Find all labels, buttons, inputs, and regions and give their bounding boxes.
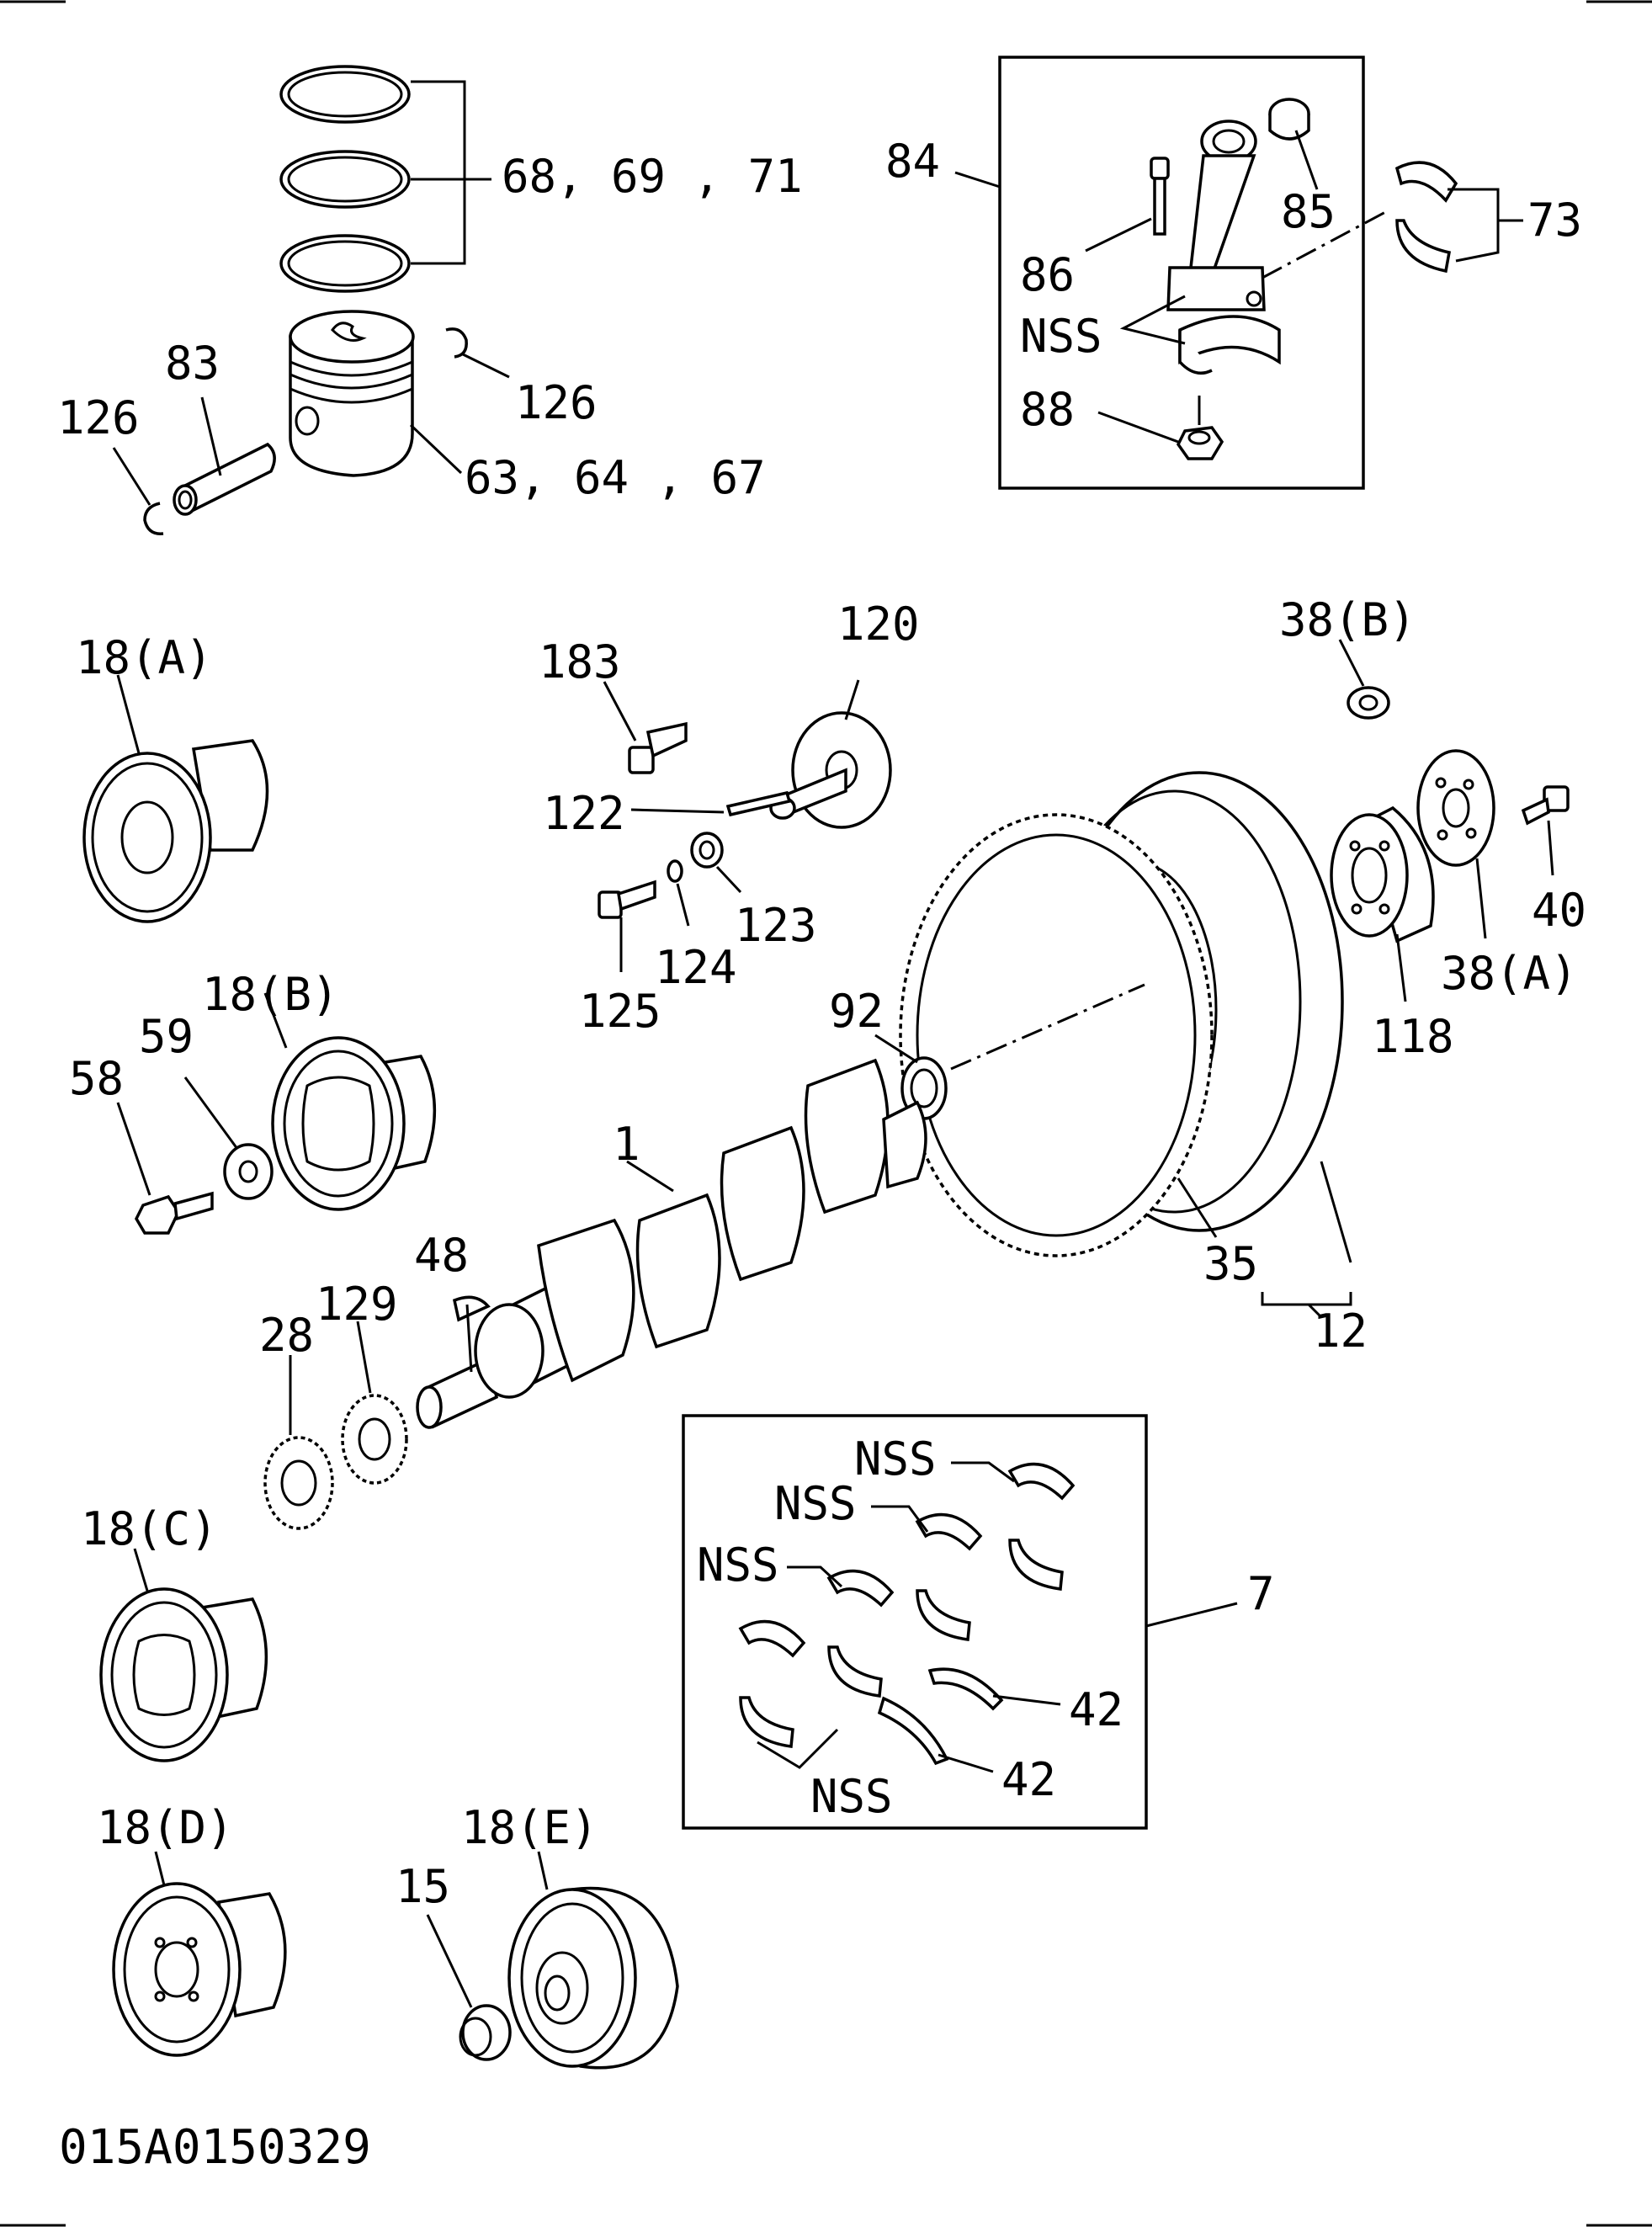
spacer-118[interactable] [1330,805,1435,943]
label-bolt-183: 183 [539,635,621,688]
rod-nut[interactable] [1176,426,1224,460]
label-nss-2: NSS [774,1477,857,1530]
pulley-d[interactable] [112,1882,287,2057]
washer-38b[interactable] [1347,686,1390,720]
label-rod-assembly: 84 [885,135,940,188]
washer-123[interactable] [690,832,724,869]
label-pulley-c: 18(C) [81,1502,218,1555]
label-key-48: 48 [414,1229,469,1282]
label-ring-124: 124 [655,941,737,994]
label-crankshaft: 1 [613,1118,640,1171]
drawing-code: 015A0150329 [59,2120,371,2175]
label-rod-bolt: 86 [1020,248,1075,301]
label-piston-pin: 83 [165,337,220,390]
thrust-washers[interactable] [877,1667,1004,1766]
rod-cap[interactable] [1178,315,1281,375]
ring-gear[interactable] [899,813,1214,1257]
main-bearing-box [682,1414,1148,1830]
piston-pin[interactable] [173,442,276,516]
pulley-e[interactable] [507,1886,679,2070]
label-plate-38a: 38(A) [1441,947,1578,1000]
label-rod-bearing: 73 [1527,194,1582,247]
washer-59[interactable] [223,1143,274,1200]
label-pin-122: 122 [543,787,625,840]
label-flywheel: 12 [1313,1305,1368,1358]
label-pulley-b: 18(B) [202,968,339,1021]
pulley-b[interactable] [271,1036,437,1211]
label-bolt-58: 58 [69,1052,124,1105]
bolt-58[interactable] [135,1191,214,1235]
label-gear-28: 28 [259,1309,314,1362]
label-bushing: 85 [1281,185,1336,238]
crankshaft[interactable] [416,1058,927,1429]
pulley-c[interactable] [99,1587,268,1762]
label-bolt-40: 40 [1532,884,1586,937]
label-thrust-2: 42 [1001,1753,1056,1806]
label-thrust-1: 42 [1069,1683,1123,1736]
label-pulley-a: 18(A) [76,631,213,684]
label-plug-15: 15 [396,1860,450,1913]
rod-bearing-shells[interactable] [1394,161,1458,274]
label-piston-rings: 68, 69 , 71 [502,150,803,203]
label-main-bearing-set: 7 [1247,1567,1275,1620]
piston[interactable] [289,310,415,477]
label-pulley-d: 18(D) [97,1801,234,1854]
label-seal-92: 92 [829,985,884,1038]
label-nss-3: NSS [697,1539,779,1592]
label-pulley-e: 18(E) [461,1801,598,1854]
gear-28[interactable] [263,1436,334,1530]
key-48[interactable] [452,1295,491,1322]
bolt-183[interactable] [628,721,688,774]
label-washer-38b: 38(B) [1279,593,1416,646]
label-nss-1: NSS [854,1432,937,1486]
bolt-40[interactable] [1521,785,1570,826]
rod-assembly-box [998,56,1365,490]
piston-rings[interactable] [279,65,491,293]
rod-bolt[interactable] [1150,157,1170,236]
pin-122[interactable] [725,790,792,817]
gear-129[interactable] [341,1394,408,1485]
main-bearing-shells[interactable] [738,1462,1076,1748]
bolt-125[interactable] [598,880,656,919]
label-snap-ring-right: 126 [515,376,598,429]
label-ring-gear: 35 [1203,1237,1258,1290]
snap-ring-left[interactable] [143,502,164,535]
flange-120[interactable] [769,711,892,829]
label-bolt-125: 125 [579,985,661,1038]
label-washer-123: 123 [735,899,817,952]
label-flange-120: 120 [837,598,920,651]
label-washer-59: 59 [139,1010,194,1063]
connecting-rod[interactable] [1166,120,1266,311]
label-nss-4: NSS [810,1770,893,1823]
plug-15[interactable] [459,2004,512,2061]
label-snap-ring-left: 126 [57,391,140,444]
label-rod-nut: 88 [1020,383,1075,436]
label-spacer-118: 118 [1372,1010,1454,1063]
ring-124[interactable] [667,859,683,883]
plate-38a[interactable] [1416,749,1495,867]
label-nss-rod: NSS [1020,310,1102,363]
rod-bushing[interactable] [1268,98,1310,141]
snap-ring-right[interactable] [445,327,468,359]
pulley-a[interactable] [82,739,269,923]
label-gear-129: 129 [316,1278,398,1331]
label-piston: 63, 64 , 67 [465,451,766,504]
